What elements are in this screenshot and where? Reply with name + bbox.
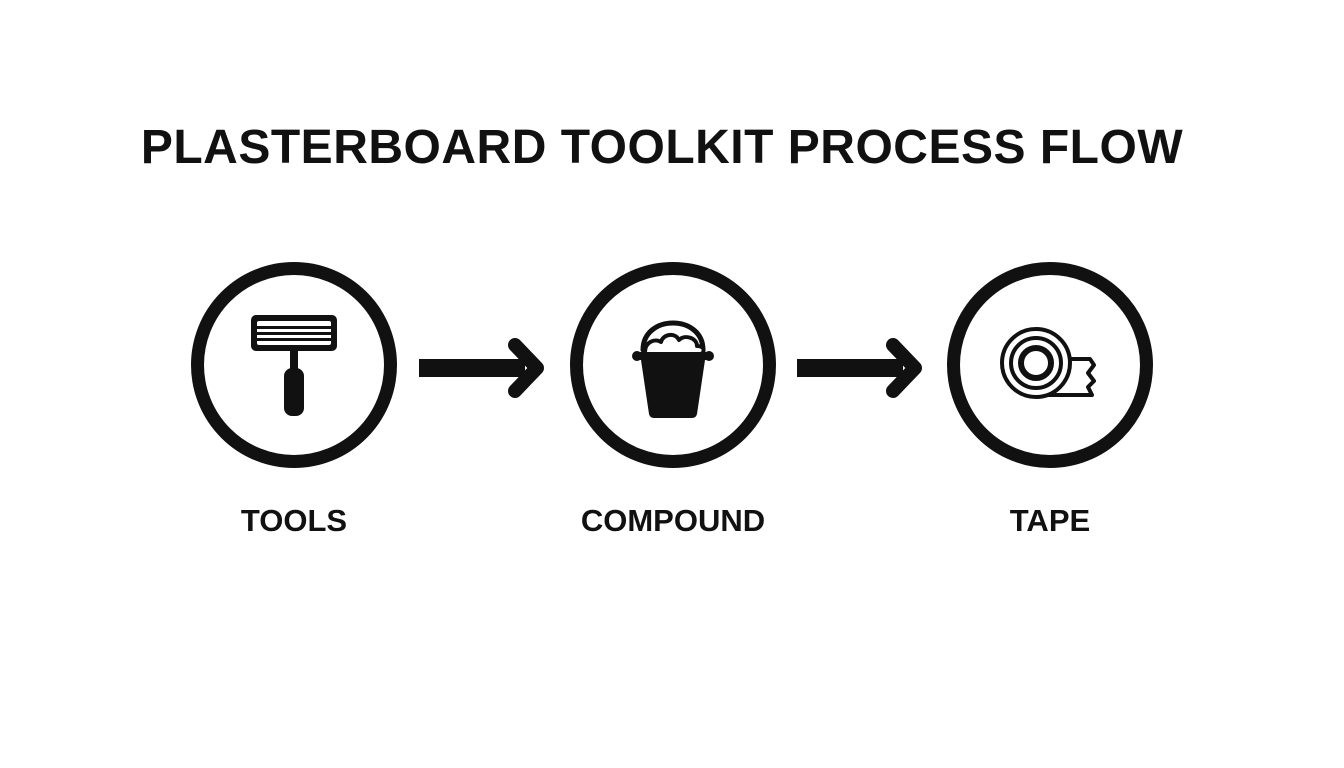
step-compound-circle [570,262,776,468]
step-tape-circle [947,262,1153,468]
step-label-compound: COMPOUND [580,503,766,538]
step-tools-circle [191,262,397,468]
paint-roller-icon [251,315,337,416]
step-label-tools: TOOLS [240,503,348,538]
tape-roll-icon [1000,327,1096,399]
bucket-icon [632,320,714,418]
arrow-right-icon [797,338,922,398]
arrow-right-icon [419,338,544,398]
step-label-tape: TAPE [1009,503,1091,538]
diagram-title: PLASTERBOARD TOOLKIT PROCESS FLOW [140,121,1184,174]
